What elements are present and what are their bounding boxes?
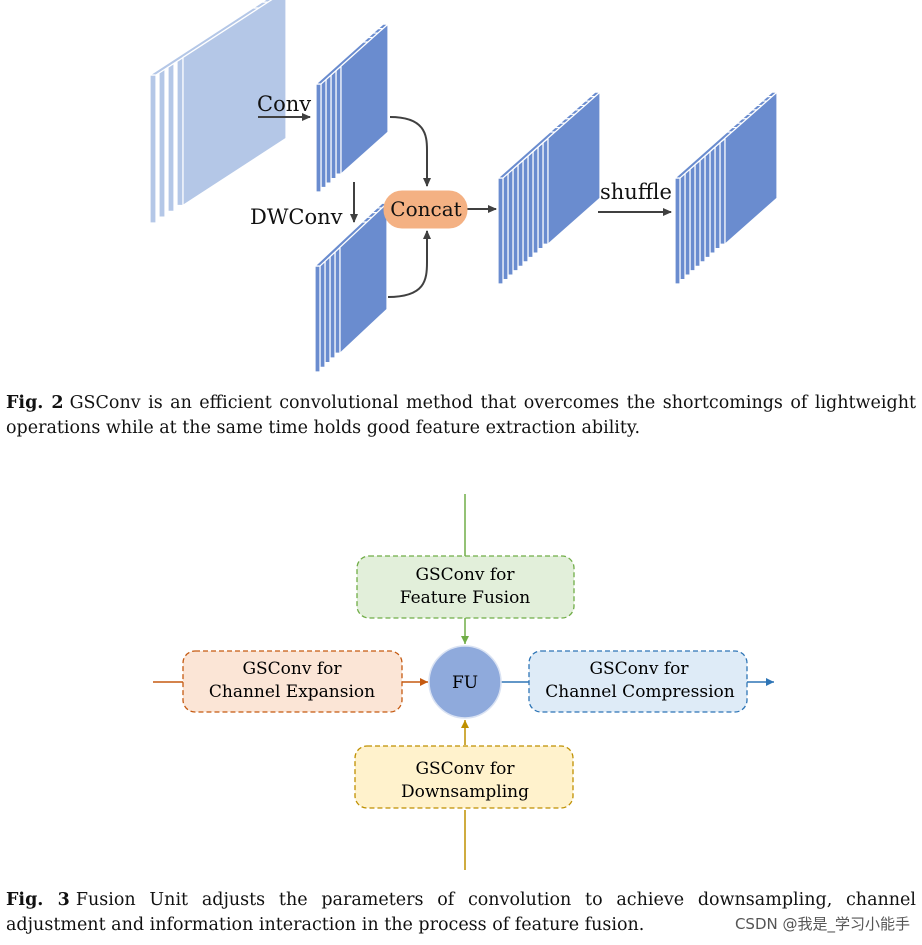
channel-compression-line2: Channel Compression [545,682,734,702]
feature-fusion-line2: Feature Fusion [400,588,531,608]
figure-3-caption-text: Fusion Unit adjusts the parameters of co… [6,890,917,935]
conv-to-concat-arrow [389,116,431,187]
conv-output-block [314,22,390,193]
dwconv-to-concat-arrow [387,230,431,298]
channel-expansion-line1: GSConv for [242,659,342,679]
feature-fusion-block [356,555,575,619]
concat-node [383,190,468,229]
figure-3-number: Fig. 3 [6,890,70,910]
concat-label: Concat [390,197,461,221]
fusion-unit-label: FU [452,673,478,693]
feature-fusion-line1: GSConv for [415,565,515,585]
csdn-watermark: CSDN @我是_学习小能手 [734,915,910,933]
channel-expansion-block [182,650,403,713]
dwconv-output-block [313,201,389,373]
downsampling-line2: Downsampling [401,782,529,802]
downsampling-block [354,745,574,809]
channel-compression-block [528,650,748,713]
figure-2-caption-text: GSConv is an efficient convolutional met… [6,393,917,438]
gsconv-diagram: Concat Conv DWConv shuffle [147,0,779,373]
figure-2-number: Fig. 2 [6,393,64,413]
fusion-unit-node [428,645,502,719]
input-feature-block [147,0,287,224]
shuffle-label: shuffle [600,180,672,204]
fusion-unit-diagram: GSConv for Feature Fusion GSConv for Cha… [153,494,774,870]
dwconv-label: DWConv [250,205,343,229]
downsampling-line1: GSConv for [415,759,515,779]
conv-label: Conv [257,92,311,116]
channel-compression-line1: GSConv for [589,659,689,679]
shuffle-output-block [673,90,779,285]
channel-expansion-line2: Channel Expansion [209,682,375,702]
concat-output-block [496,90,602,285]
